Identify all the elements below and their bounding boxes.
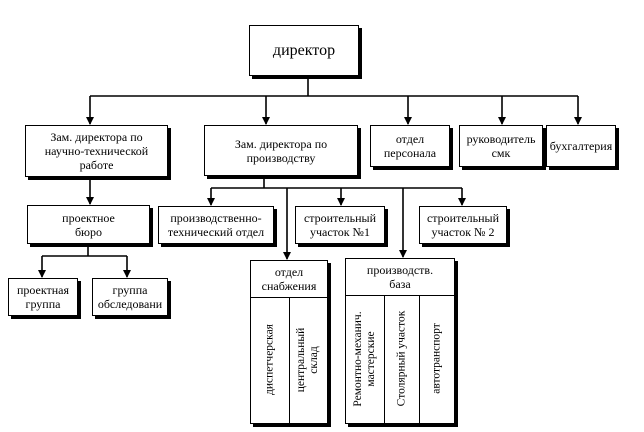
supply-dept-box: отдел снабжения диспетчерская центральны… xyxy=(250,260,328,424)
prod-tech-dept-box: производственно- технический отдел xyxy=(158,206,274,244)
base-transport-cell: автотранспорт xyxy=(419,295,455,424)
prod-base-header: производств. база xyxy=(346,259,454,295)
design-group-label: проектная группа xyxy=(16,283,70,311)
supply-dept-label: отдел снабжения xyxy=(261,265,317,293)
director-label: директор xyxy=(272,41,336,59)
construction-1-box: строительный участок №1 xyxy=(295,206,385,244)
design-bureau-label: проектное бюро xyxy=(62,210,115,239)
deputy-production-label: Зам. директора по производству xyxy=(234,136,328,165)
prod-base-divider xyxy=(346,295,454,296)
prod-base-box: производств. база Ремонтно-механич. маст… xyxy=(345,258,455,424)
survey-group-label: группа обследовани xyxy=(97,283,163,311)
base-repair-label: Ремонтно-механич. мастерские xyxy=(352,311,377,407)
supply-col-divider xyxy=(289,297,290,424)
design-group-box: проектная группа xyxy=(8,278,78,316)
design-bureau-box: проектное бюро xyxy=(27,205,150,244)
personnel-box: отдел персонала xyxy=(370,125,450,167)
prod-base-label: производств. база xyxy=(366,263,434,291)
base-carpentry-label: Столярный участок xyxy=(395,310,408,407)
construction-1-label: строительный участок №1 xyxy=(303,211,377,239)
accounting-label: бухгалтерия xyxy=(549,139,613,153)
deputy-production-box: Зам. директора по производству xyxy=(204,125,358,176)
survey-group-box: группа обследовани xyxy=(92,278,168,316)
personnel-label: отдел персонала xyxy=(383,132,437,160)
base-repair-cell: Ремонтно-механич. мастерские xyxy=(346,295,384,424)
smk-head-box: руководитель смк xyxy=(459,125,543,167)
prod-base-col-divider-2 xyxy=(419,295,420,424)
base-carpentry-cell: Столярный участок xyxy=(384,295,419,424)
supply-dispatch-label: диспетчерская xyxy=(263,324,276,395)
director-box: директор xyxy=(249,25,359,76)
deputy-science-label: Зам. директора по научно-технической раб… xyxy=(44,130,149,172)
prod-tech-dept-label: производственно- технический отдел xyxy=(167,211,265,239)
supply-warehouse-label: центральный склад xyxy=(295,327,320,393)
smk-head-label: руководитель смк xyxy=(466,132,536,160)
base-transport-label: автотранспорт xyxy=(430,323,443,394)
construction-2-box: строительный участок № 2 xyxy=(419,206,507,244)
deputy-science-box: Зам. директора по научно-технической раб… xyxy=(25,125,168,177)
construction-2-label: строительный участок № 2 xyxy=(426,211,500,239)
prod-base-col-divider-1 xyxy=(384,295,385,424)
supply-dept-header: отдел снабжения xyxy=(251,261,327,297)
supply-warehouse-cell: центральный склад xyxy=(289,297,327,424)
supply-dispatch-cell: диспетчерская xyxy=(251,297,289,424)
accounting-box: бухгалтерия xyxy=(546,125,616,167)
